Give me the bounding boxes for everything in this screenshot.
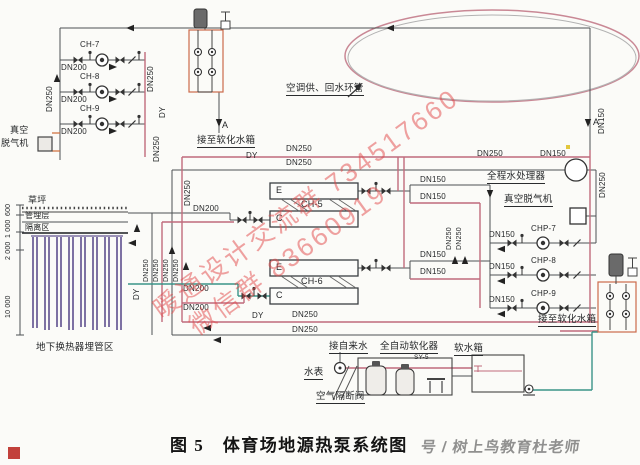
red-corner-marker — [8, 447, 20, 459]
dim-10000: 10 000 — [5, 295, 12, 318]
water-meter-label: 水表 — [304, 367, 324, 380]
connect-softened-tank-right: 接至软化水箱 — [538, 314, 597, 327]
a-marker-top: A — [222, 120, 229, 130]
dn250-right-pair-1: DN250 — [446, 227, 453, 250]
vacuum-degasser-right-label: 真空脱气机 — [504, 194, 553, 207]
gray-watermark: 号 / 树上鸟教育杜老师 — [419, 439, 582, 456]
water-meter-device — [332, 361, 358, 401]
auto-softener-device — [357, 357, 453, 396]
dim-2000: 2 000 — [5, 241, 12, 260]
ch8-pump-label: CH-8 — [80, 72, 100, 81]
ch6-evaporator-label: E — [276, 262, 283, 272]
dim-600: 600 — [5, 203, 12, 216]
isolation-zone-label: 隔离区 — [25, 223, 50, 232]
dn250-right-vert-1: DN250 — [146, 66, 155, 92]
soft-water-tank-label: 软水箱 — [454, 343, 484, 356]
ch6-label: CH-6 — [301, 276, 323, 286]
ch6-condenser-label: C — [276, 290, 283, 300]
dn150-right-top: DN150 — [540, 149, 566, 158]
water-processor-label: 全程水处理器 — [487, 171, 546, 184]
dy-vert-2: DY — [132, 288, 141, 300]
vacuum-degasser-right-device — [569, 207, 587, 225]
dn250-quad-1: DN250 — [143, 259, 150, 282]
dn150-chp8: DN150 — [489, 262, 515, 271]
ground-loop-utubes — [31, 235, 123, 330]
vacuum-degasser-left-line2: 脱气机 — [1, 138, 29, 148]
chiller-ch5 — [269, 182, 359, 228]
dn250-main-return: DN250 — [286, 158, 312, 167]
dn200-ch9: DN200 — [61, 127, 87, 136]
dn200-ch6-a: DN200 — [183, 284, 209, 293]
expansion-assembly-right — [597, 253, 638, 333]
dn150-chp9: DN150 — [489, 295, 515, 304]
dy-bottom: DY — [252, 311, 264, 320]
ground-hx-zone-label: 地下换热器埋管区 — [36, 342, 114, 353]
ac-ring-label: 空调供、回水环管 — [286, 83, 364, 96]
yellow-tick — [566, 145, 570, 149]
chp7-pump-label: CHP-7 — [531, 224, 557, 233]
tap-water-label: 接自来水 — [329, 341, 368, 354]
dn250-far-right-vert: DN250 — [598, 172, 607, 198]
dn200-ch5-feed: DN200 — [193, 204, 219, 213]
dn250-main-supply: DN250 — [286, 144, 312, 153]
dn250-quad-2: DN250 — [153, 259, 160, 282]
dn250-bottom-supply: DN250 — [292, 310, 318, 319]
dn200-ch6-b: DN200 — [183, 303, 209, 312]
pipe-burial-layer-label: 管埋层 — [25, 211, 50, 220]
dy-vert-1: DY — [158, 106, 167, 118]
chp8-pump-label: CHP-8 — [531, 256, 557, 265]
dn250-right-pair-2: DN250 — [456, 227, 463, 250]
soft-water-tank-device — [471, 354, 535, 396]
dn200-ch7: DN200 — [61, 63, 87, 72]
expansion-assembly-top — [188, 8, 231, 93]
ch5-evaporator-label: E — [276, 185, 283, 195]
dn250-bottom-return: DN250 — [292, 325, 318, 334]
ch5-condenser-label: C — [276, 213, 283, 223]
dn150-mid-4: DN150 — [420, 267, 446, 276]
chiller-ch6 — [269, 259, 359, 305]
connect-softened-tank-top: 接至软化水箱 — [197, 135, 256, 148]
ch9-pump-label: CH-9 — [80, 104, 100, 113]
dn150-mid-2: DN150 — [420, 192, 446, 201]
dn200-ch8: DN200 — [61, 95, 87, 104]
dn250-chiller-left-vert: DN250 — [183, 180, 192, 206]
lawn-label: 草坪 — [28, 195, 47, 205]
ch7-pump-label: CH-7 — [80, 40, 100, 49]
dn250-left-vert: DN250 — [45, 86, 54, 112]
ch5-label: CH-5 — [301, 199, 323, 209]
ac-ring-main-ellipse — [344, 9, 640, 103]
auto-softener-label: 全自动软化器 — [380, 341, 439, 354]
pink-pipes — [144, 52, 598, 372]
water-processor-device — [564, 158, 588, 182]
dn150-mid-3: DN150 — [420, 250, 446, 259]
figure-caption: 图 5 体育场地源热泵系统图 — [170, 436, 408, 455]
dy-main: DY — [246, 151, 258, 160]
dim-1000: 1 000 — [5, 219, 12, 238]
vacuum-degasser-left-line1: 真空 — [10, 125, 29, 135]
chp9-pump-label: CHP-9 — [531, 289, 557, 298]
dn150-top-right-vert: DN150 — [597, 108, 606, 134]
vacuum-degasser-left — [37, 132, 60, 152]
a-marker-right: A — [593, 117, 600, 127]
dn250-right-top: DN250 — [477, 149, 503, 158]
dn150-mid-1: DN150 — [420, 175, 446, 184]
sy5-label: SY-5 — [414, 354, 429, 361]
air-gap-valve-label: 空气隔断阀 — [316, 391, 365, 404]
dn250-vert-2: DN250 — [152, 136, 161, 162]
dn150-chp7: DN150 — [489, 230, 515, 239]
